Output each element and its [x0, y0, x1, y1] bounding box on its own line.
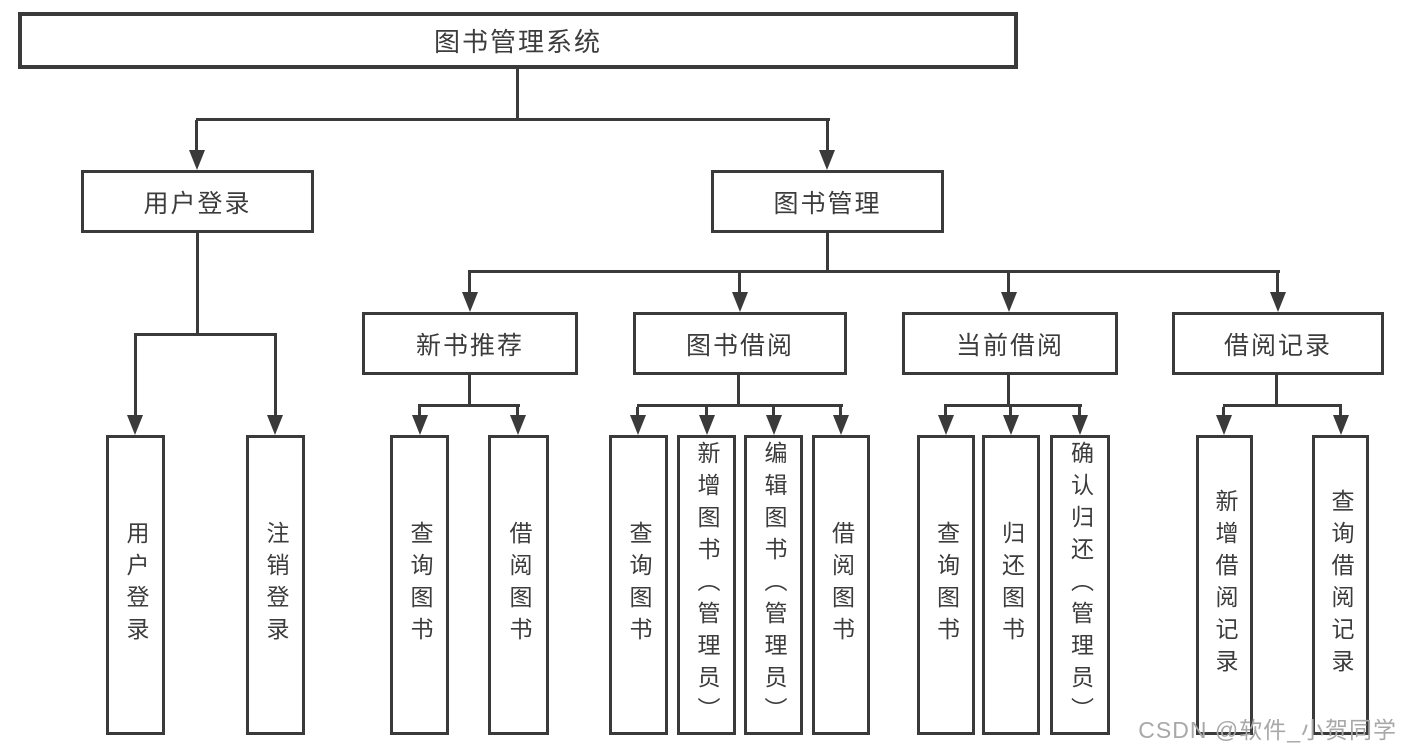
leaf-return-book: 归还图书 — [982, 435, 1040, 735]
leaf-add-borrow-record: 新增借阅记录 — [1196, 435, 1253, 735]
connector-line — [516, 69, 519, 121]
arrow-down-icon — [1003, 415, 1019, 435]
node-borrowing-records: 借阅记录 — [1172, 312, 1384, 375]
connector-line — [1222, 407, 1225, 415]
node-book-borrowing-label: 图书借阅 — [685, 331, 794, 360]
node-book-management-label: 图书管理 — [773, 189, 882, 218]
connector-line — [1276, 273, 1279, 292]
connector-line — [468, 270, 1280, 273]
leaf-add-book-admin: 新增图书（管理员） — [677, 435, 736, 735]
connector-line — [1007, 273, 1010, 292]
connector-line — [1078, 407, 1081, 415]
node-user-login: 用户登录 — [81, 170, 314, 233]
connector-line — [196, 118, 830, 121]
connector-line — [826, 233, 829, 273]
connector-line — [516, 407, 519, 415]
connector-line — [1339, 407, 1342, 415]
csdn-watermark: CSDN @软件_小贺同学 — [1138, 717, 1397, 743]
node-book-management: 图书管理 — [711, 170, 944, 233]
leaf-query-borrow-record: 查询借阅记录 — [1312, 435, 1369, 735]
node-new-book-recommend: 新书推荐 — [362, 312, 578, 375]
leaf-user-login: 用户登录 — [106, 435, 165, 735]
node-root-label: 图书管理系统 — [433, 27, 602, 57]
connector-line — [134, 333, 277, 336]
connector-line — [637, 404, 843, 407]
leaf-borrow-book-recommend-label: 借阅图书 — [506, 521, 532, 649]
arrow-down-icon — [510, 415, 526, 435]
connector-line — [737, 375, 740, 407]
arrow-down-icon — [630, 415, 646, 435]
arrow-down-icon — [938, 415, 954, 435]
node-user-login-label: 用户登录 — [143, 189, 252, 218]
arrow-down-icon — [833, 415, 849, 435]
leaf-logout-label: 注销登录 — [263, 521, 289, 649]
arrow-down-icon — [267, 415, 283, 435]
arrow-down-icon — [732, 292, 748, 312]
connector-line — [636, 407, 639, 415]
leaf-borrow-book-recommend: 借阅图书 — [488, 435, 549, 735]
node-current-borrowing-label: 当前借阅 — [955, 331, 1064, 360]
leaf-query-book-current-label: 查询图书 — [933, 521, 960, 649]
connector-line — [134, 336, 137, 415]
connector-line — [1223, 404, 1342, 407]
arrow-down-icon — [1072, 415, 1088, 435]
arrow-down-icon — [1001, 292, 1017, 312]
arrow-down-icon — [1270, 292, 1286, 312]
arrow-down-icon — [699, 415, 715, 435]
connector-line — [1009, 407, 1012, 415]
arrow-down-icon — [127, 415, 143, 435]
leaf-query-book-recommend-label: 查询图书 — [407, 521, 433, 649]
leaf-add-book-admin-label: 新增图书（管理员） — [694, 441, 720, 729]
leaf-confirm-return-admin: 确认归还（管理员） — [1050, 435, 1110, 735]
connector-line — [468, 273, 471, 292]
connector-line — [839, 407, 842, 415]
leaf-borrow-book-borrowing-label: 借阅图书 — [828, 521, 855, 649]
node-root: 图书管理系统 — [18, 12, 1018, 69]
leaf-user-login-label: 用户登录 — [123, 521, 149, 649]
arrow-down-icon — [189, 150, 205, 170]
leaf-return-book-label: 归还图书 — [998, 521, 1025, 649]
node-current-borrowing: 当前借阅 — [902, 312, 1118, 375]
leaf-edit-book-admin: 编辑图书（管理员） — [744, 435, 803, 735]
connector-line — [705, 407, 708, 415]
connector-line — [418, 407, 421, 415]
arrow-down-icon — [1333, 415, 1349, 435]
connector-line — [944, 407, 947, 415]
leaf-edit-book-admin-label: 编辑图书（管理员） — [761, 441, 787, 729]
leaf-borrow-book-borrowing: 借阅图书 — [812, 435, 870, 735]
arrow-down-icon — [412, 415, 428, 435]
arrow-down-icon — [1216, 415, 1232, 435]
leaf-query-book-recommend: 查询图书 — [390, 435, 449, 735]
leaf-confirm-return-admin-label: 确认归还（管理员） — [1067, 441, 1094, 729]
connector-line — [196, 233, 199, 336]
connector-line — [195, 120, 198, 150]
connector-line — [418, 404, 520, 407]
connector-line — [944, 404, 1082, 407]
leaf-logout: 注销登录 — [246, 435, 305, 735]
connector-line — [772, 407, 775, 415]
node-new-book-recommend-label: 新书推荐 — [415, 331, 524, 360]
leaf-query-book-borrowing-label: 查询图书 — [626, 521, 652, 649]
arrow-down-icon — [766, 415, 782, 435]
connector-line — [1007, 375, 1010, 407]
leaf-query-book-borrowing: 查询图书 — [609, 435, 668, 735]
leaf-query-borrow-record-label: 查询借阅记录 — [1328, 489, 1354, 681]
node-borrowing-records-label: 借阅记录 — [1223, 331, 1332, 360]
leaf-add-borrow-record-label: 新增借阅记录 — [1212, 489, 1238, 681]
connector-line — [826, 120, 829, 150]
leaf-query-book-current: 查询图书 — [917, 435, 975, 735]
arrow-down-icon — [462, 292, 478, 312]
connector-line — [1275, 375, 1278, 407]
connector-line — [274, 336, 277, 415]
node-book-borrowing: 图书借阅 — [633, 312, 847, 375]
arrow-down-icon — [819, 150, 835, 170]
connector-line — [468, 375, 471, 407]
connector-line — [738, 273, 741, 292]
